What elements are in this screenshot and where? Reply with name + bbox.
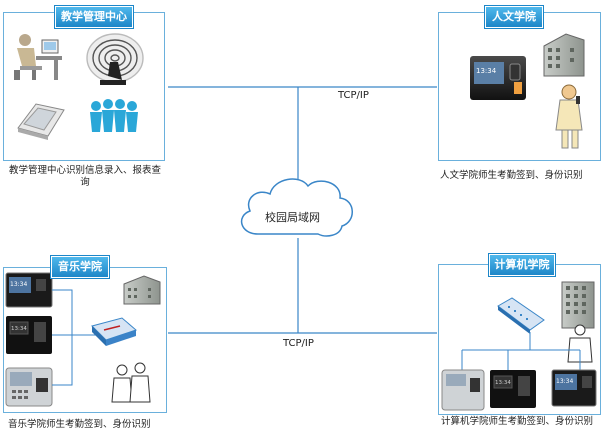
building-icon	[543, 33, 585, 77]
music-building-icon	[123, 275, 161, 305]
teaching-center-caption: 教学管理中心识别信息录入、报表查询	[8, 165, 161, 188]
computer-title: 计算机学院	[489, 254, 555, 276]
music-terminal-screen-text: 13:34	[10, 281, 27, 288]
worker-at-computer-icon	[14, 34, 62, 80]
card-reader-icon	[17, 103, 65, 140]
humanities-title: 人文学院	[485, 6, 543, 28]
person-phone-icon	[555, 84, 583, 149]
computer-keypad-terminal-icon	[441, 369, 485, 411]
teaching-center-title: 教学管理中心	[55, 6, 133, 28]
music-caption: 音乐学院师生考勤签到、身份识别	[8, 419, 151, 430]
network-switch-icon	[91, 317, 137, 346]
computer-caption: 计算机学院师生考勤签到、身份识别	[441, 416, 594, 427]
people-group-icon	[90, 99, 138, 132]
music-keypad-terminal-icon	[5, 367, 53, 407]
computer-switch-icon	[497, 297, 545, 334]
cloud-label: 校园局域网	[265, 211, 320, 224]
computer-attendance-terminal-icon: 13:34	[551, 369, 597, 407]
computer-card-terminal-icon: 13:34	[490, 370, 536, 408]
link-label-top: TCP/IP	[338, 90, 369, 101]
humanities-caption: 人文学院师生考勤签到、身份识别	[440, 170, 583, 181]
music-attendance-terminal-icon: 13:34	[5, 272, 53, 308]
computer-terminal-screen-text: 13:34	[556, 378, 573, 385]
attendance-terminal-icon: 13:34	[470, 56, 526, 100]
business-people-icon	[111, 362, 151, 403]
computer-device-links	[461, 332, 581, 370]
tower-building-icon	[561, 281, 595, 329]
computer-card-screen-text: 13:34	[495, 380, 511, 386]
terminal-screen-text: 13:34	[476, 67, 497, 75]
cloud-icon	[240, 178, 353, 237]
music-device-links	[52, 289, 96, 386]
music-title: 音乐学院	[51, 256, 109, 278]
music-card-screen-text: 13:34	[11, 326, 27, 332]
fingerprint-icon	[86, 33, 144, 85]
link-label-bottom: TCP/IP	[283, 338, 314, 349]
music-card-terminal-icon: 13:34	[6, 316, 52, 354]
